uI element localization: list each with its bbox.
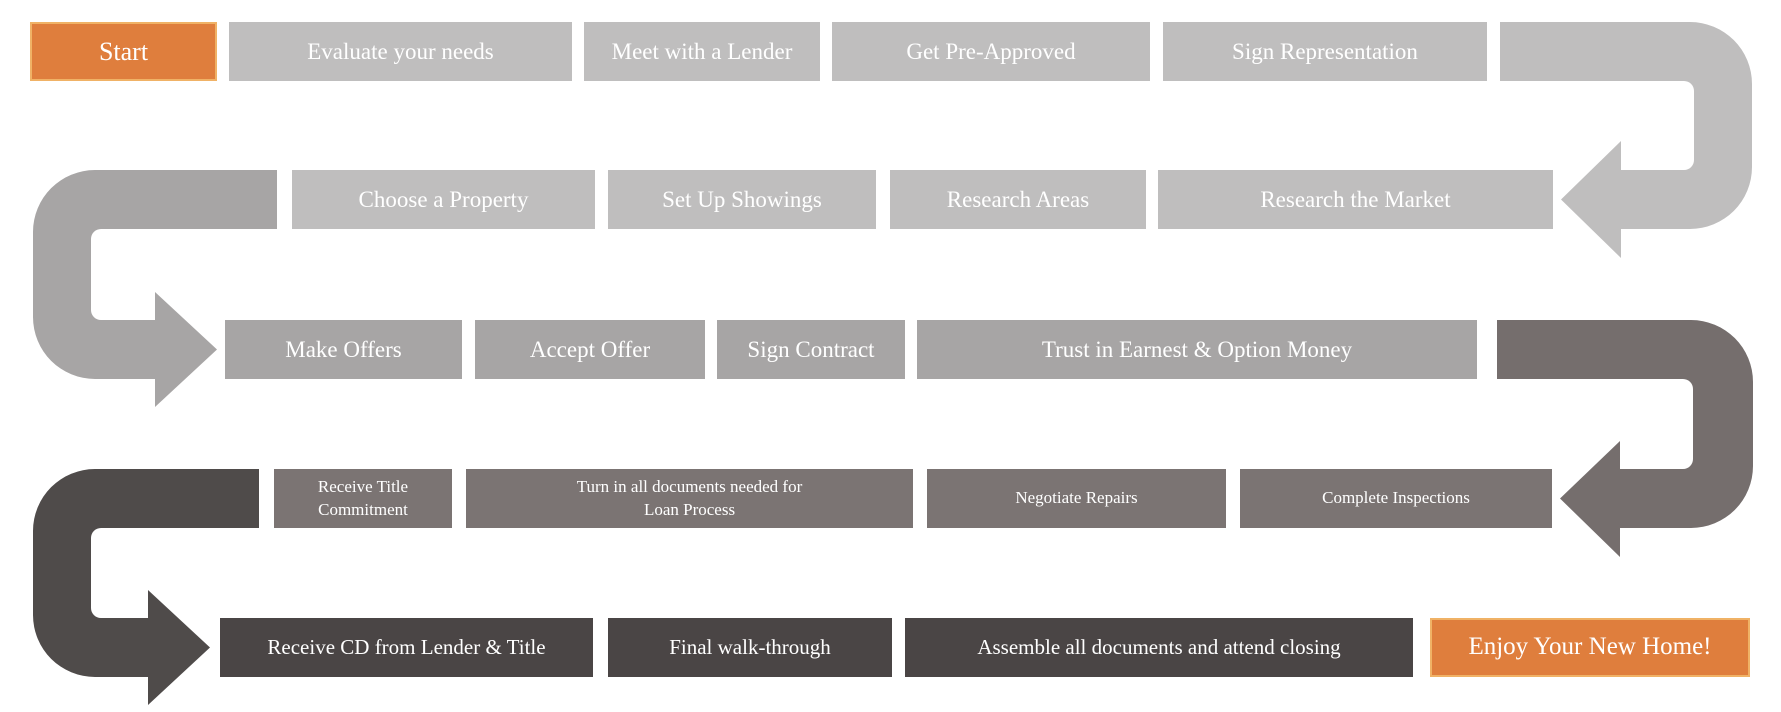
step-research-areas: Research Areas (890, 170, 1146, 229)
step-turn-in-loan-documents: Turn in all documents needed for Loan Pr… (466, 469, 913, 528)
step-trust-in-earnest-and-option-money: Trust in Earnest & Option Money (917, 320, 1477, 379)
step-receive-cd-from-lender-and-title: Receive CD from Lender & Title (220, 618, 593, 677)
step-research-the-market: Research the Market (1158, 170, 1553, 229)
step-set-up-showings: Set Up Showings (608, 170, 876, 229)
step-get-pre-approved: Get Pre-Approved (832, 22, 1150, 81)
step-final-walk-through: Final walk-through (608, 618, 892, 677)
step-start: Start (30, 22, 217, 81)
step-enjoy-your-new-home: Enjoy Your New Home! (1430, 618, 1750, 677)
step-accept-offer: Accept Offer (475, 320, 705, 379)
connector-arrow-row3-row4 (1497, 320, 1753, 557)
connector-arrow-row1-row2 (1500, 22, 1752, 258)
connector-arrow-row2-row3 (33, 170, 277, 407)
step-make-offers: Make Offers (225, 320, 462, 379)
step-sign-representation: Sign Representation (1163, 22, 1487, 81)
step-meet-with-a-lender: Meet with a Lender (584, 22, 820, 81)
step-complete-inspections: Complete Inspections (1240, 469, 1552, 528)
step-sign-contract: Sign Contract (717, 320, 905, 379)
step-assemble-documents-attend-closing: Assemble all documents and attend closin… (905, 618, 1413, 677)
step-receive-title-commitment: Receive Title Commitment (274, 469, 452, 528)
step-evaluate-your-needs: Evaluate your needs (229, 22, 572, 81)
step-negotiate-repairs: Negotiate Repairs (927, 469, 1226, 528)
step-choose-a-property: Choose a Property (292, 170, 595, 229)
connector-arrow-row4-row5 (33, 469, 259, 705)
